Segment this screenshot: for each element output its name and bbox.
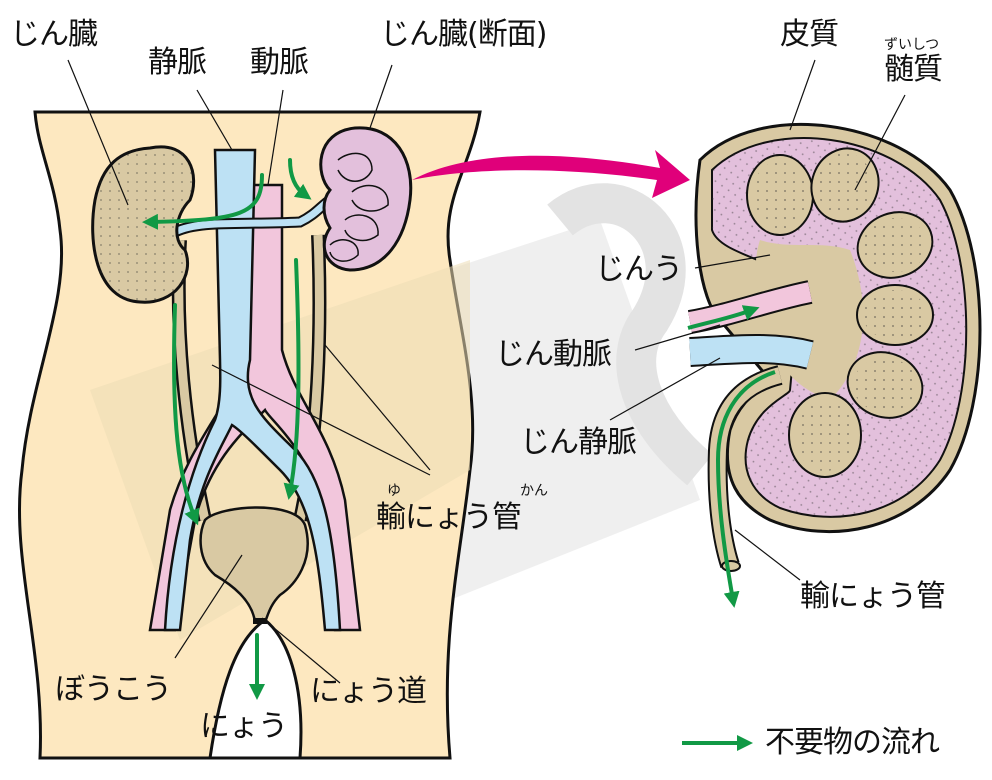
label-renal-artery: じん動脈: [495, 337, 612, 372]
zoom-arrow: [412, 150, 690, 198]
flow-arrow-right-ureter: [283, 258, 301, 500]
flow-arrow-left-ureter: [172, 303, 200, 526]
label-urethra: にょう道: [310, 674, 427, 709]
label-bladder: ぼうこう: [55, 672, 172, 707]
label-renal-pelvis: じんう: [595, 252, 683, 287]
ruby-yu: ゆ: [387, 483, 401, 499]
label-medulla: 髄質: [884, 52, 943, 87]
label-artery: 動脈: [250, 45, 309, 80]
label-renal-vein: じん静脈: [520, 425, 637, 460]
label-ureter-right: 輸にょう管: [800, 579, 946, 614]
vein: [163, 148, 342, 632]
label-ureter-left: 輸にょう管: [376, 500, 522, 535]
ruby-medulla: ずいしつ: [884, 37, 940, 53]
flow-arrow-renal: [142, 173, 264, 230]
bladder: [199, 506, 309, 624]
legend-label-waste-flow: 不要物の流れ: [765, 725, 940, 760]
flow-arrow-into-kidney: [288, 158, 312, 200]
ruby-kan: かん: [520, 483, 548, 499]
kidney-cross-section-large: [687, 123, 982, 608]
kidney-cross-section-small: [319, 126, 413, 272]
label-kidney-cross-section: じん臓(断面): [380, 17, 547, 52]
label-cortex: 皮質: [780, 17, 839, 52]
flow-arrow-renal-artery: [687, 305, 760, 330]
label-kidney: じん臓: [10, 17, 98, 52]
label-vein: 静脈: [148, 45, 207, 80]
label-urine: にょう: [200, 709, 288, 744]
flow-arrow-large-ureter: [715, 370, 776, 608]
